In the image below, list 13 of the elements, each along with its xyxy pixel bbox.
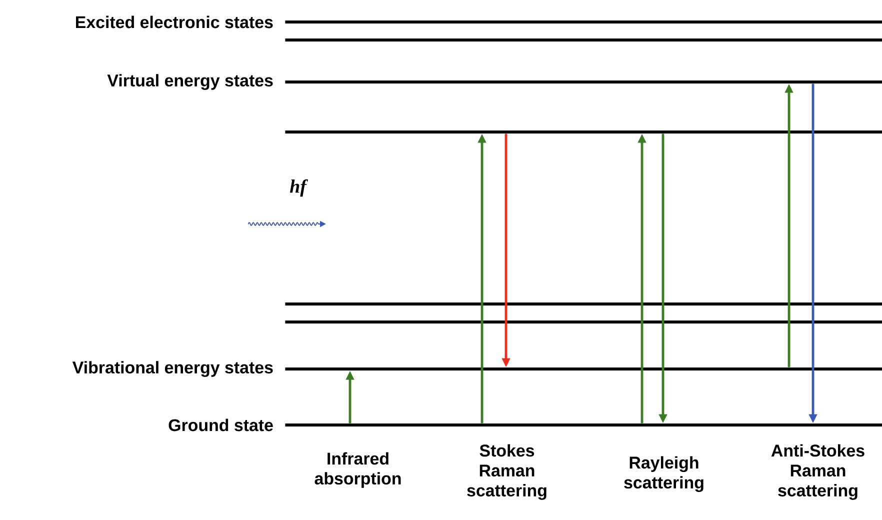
energy-level-line: Excited electronic states bbox=[76, 16, 882, 28]
photon-energy-label: hf bbox=[290, 179, 308, 197]
energy-level-line bbox=[285, 38, 882, 42]
process-label: Rayleigh scattering bbox=[624, 456, 704, 492]
energy-level-line bbox=[285, 130, 882, 134]
energy-level-line: Ground state bbox=[168, 418, 882, 432]
process-label: Stokes Raman scattering bbox=[467, 444, 546, 500]
energy-level-line bbox=[285, 320, 882, 324]
process-label: Anti-Stokes Raman scattering bbox=[771, 444, 864, 500]
energy-level-line: Virtual energy states bbox=[107, 74, 882, 90]
process-label: Infrared absorption bbox=[314, 452, 401, 488]
energy-level-line: Vibrational energy states bbox=[72, 361, 882, 377]
energy-level-line bbox=[285, 302, 882, 306]
